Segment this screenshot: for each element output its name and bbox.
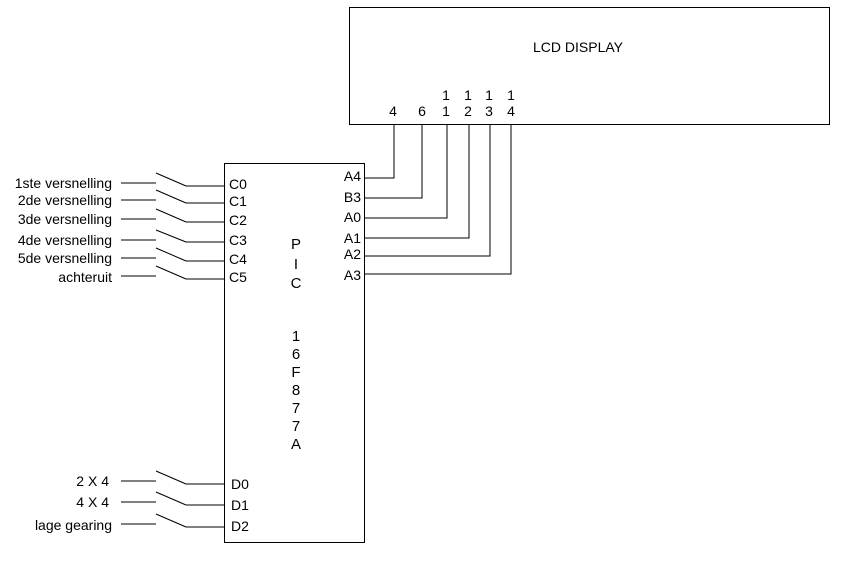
- pic-right-pin-label: A0: [344, 209, 361, 225]
- lcd-pin-number: 3: [485, 103, 493, 119]
- switch-c3: 4de versnelling C3: [18, 229, 247, 248]
- pic-left-pin-label: C2: [229, 212, 247, 228]
- switch-label: 3de versnelling: [18, 211, 112, 227]
- pic-right-pin-label: A4: [344, 168, 361, 184]
- switch-label: achteruit: [58, 269, 112, 285]
- switch-d2: lage gearing D2: [35, 513, 249, 534]
- pic-model-char: 8: [292, 382, 300, 399]
- wire-a4-lcd-pin-4: [364, 124, 395, 179]
- pic-model-char: A: [291, 436, 301, 453]
- lcd-pin-number: 4: [507, 103, 515, 119]
- switch-d0: 2 X 4 D0: [76, 470, 249, 492]
- lcd-pin-number: 4: [389, 103, 397, 119]
- wire-b3-lcd-pin-6: [364, 124, 423, 199]
- pic-model-char: 7: [292, 400, 300, 417]
- lcd-pin-number: 1: [507, 87, 515, 103]
- switch-label: 2 X 4: [76, 473, 109, 489]
- pic-name-letter: P: [291, 236, 301, 253]
- pic-left-pin-label: C4: [229, 251, 247, 267]
- pic-name-letter: C: [291, 275, 302, 292]
- pic-left-pin-label: C3: [229, 232, 247, 248]
- wire-a3-lcd-pin-14: [364, 124, 512, 275]
- switch-c4: 5de versnelling C4: [18, 247, 247, 267]
- lcd-pin-number: 6: [418, 103, 426, 119]
- pic-model-char: 7: [292, 418, 300, 435]
- pic-right-pin-label: A2: [344, 246, 361, 262]
- lcd-pin-number: 1: [464, 87, 472, 103]
- pic-left-pin-label: D1: [231, 497, 249, 513]
- pic-name-letter: I: [294, 256, 298, 273]
- switch-label: 5de versnelling: [18, 250, 112, 266]
- pic-right-pin-label: B3: [344, 189, 361, 205]
- pic-left-pin-label: C5: [229, 269, 247, 285]
- switch-c1: 2de versnelling C1: [18, 189, 247, 209]
- pic-chip-box: [224, 163, 365, 543]
- pic-left-pin-label: D2: [231, 518, 249, 534]
- pic-left-pin-label: C0: [229, 176, 247, 192]
- pic-model-char: 1: [292, 328, 300, 345]
- lcd-pin-number: 1: [442, 87, 450, 103]
- wire-a1-lcd-pin-12: [364, 124, 470, 239]
- switch-label: 1ste versnelling: [15, 175, 112, 191]
- pic-left-pin-label: D0: [231, 476, 249, 492]
- pic-left-pin-label: C1: [229, 193, 247, 209]
- pic-right-pin-label: A3: [344, 267, 361, 283]
- switch-c2: 3de versnelling C2: [18, 208, 247, 228]
- lcd-pin-number: 1: [442, 103, 450, 119]
- lcd-display-title: LCD DISPLAY: [533, 39, 624, 55]
- wire-a0-lcd-pin-11: [364, 124, 448, 219]
- pic-model-char: 6: [292, 346, 300, 363]
- switch-label: lage gearing: [35, 517, 112, 533]
- switch-c0: 1ste versnelling C0: [15, 172, 247, 192]
- pic-model-char: F: [291, 364, 300, 381]
- lcd-pin-number: 2: [464, 103, 472, 119]
- lcd-display-box: [349, 7, 830, 125]
- lcd-pin-number: 1: [485, 87, 493, 103]
- switch-d1: 4 X 4 D1: [76, 491, 249, 513]
- switch-label: 4de versnelling: [18, 232, 112, 248]
- switch-label: 4 X 4: [76, 494, 109, 510]
- switch-label: 2de versnelling: [18, 192, 112, 208]
- switch-c5: achteruit C5: [58, 265, 247, 285]
- wire-a2-lcd-pin-13: [364, 124, 491, 257]
- pic-right-pin-label: A1: [344, 230, 361, 246]
